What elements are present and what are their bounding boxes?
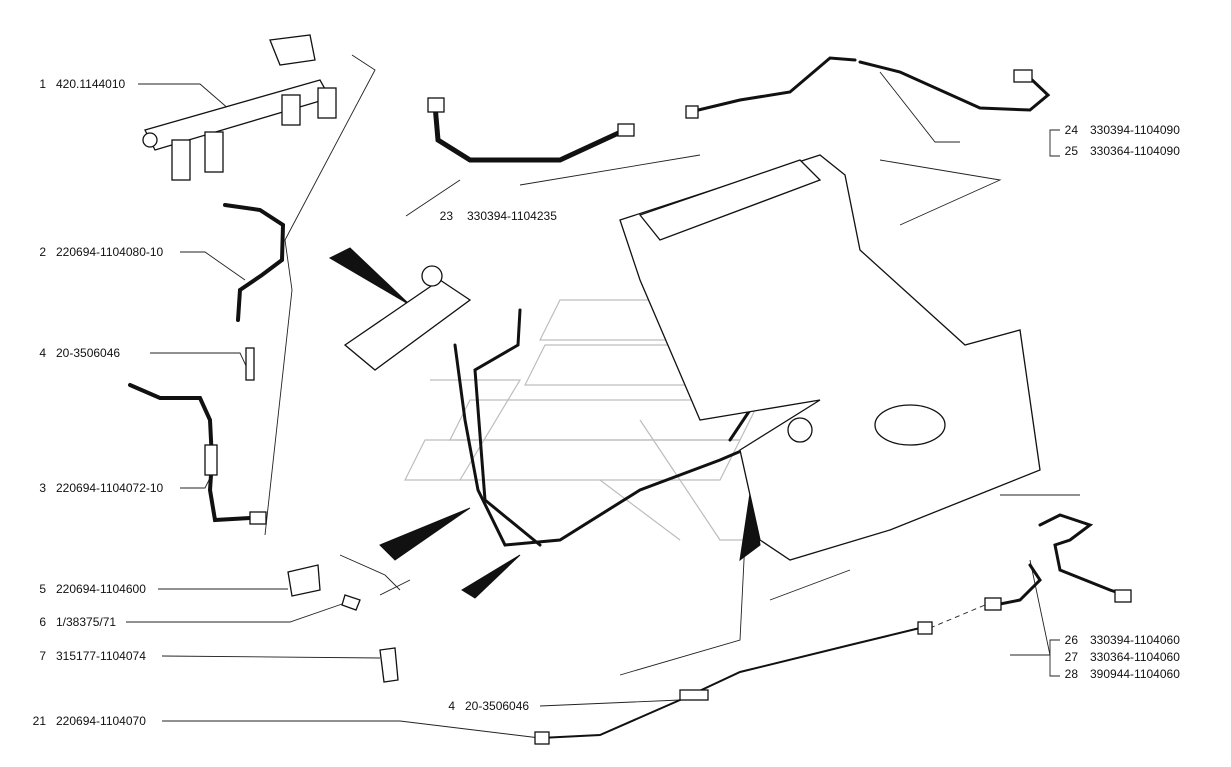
part-code: 220694-1104080-10 (56, 245, 164, 259)
part-code: 220694-1104600 (56, 582, 146, 596)
part-code: 330364-1104060 (1090, 650, 1180, 664)
left-hoses (128, 203, 286, 525)
part-code: 315177-1104074 (56, 649, 146, 663)
part-code: 330364-1104090 (1090, 144, 1180, 158)
callout-number: 1 (39, 77, 46, 91)
callout-number: 6 (39, 615, 46, 629)
part-code: 220694-1104070 (56, 714, 146, 728)
callout-number: 4 (448, 699, 455, 713)
callout-number: 24 (1064, 123, 1078, 137)
callout-number: 2 (39, 245, 46, 259)
part-code: 330394-1104090 (1090, 123, 1180, 137)
callout-number: 3 (39, 481, 46, 495)
part-code: 390944-1104060 (1090, 667, 1180, 681)
part-code: 20-3506046 (56, 346, 121, 360)
fuel-rail-injectors (142, 34, 337, 181)
part-code: 20-3506046 (465, 699, 530, 713)
main-assembly (343, 154, 1041, 561)
pipe-21 (534, 604, 986, 745)
part-code: 330394-1104235 (467, 209, 557, 223)
callout-number: 23 (439, 209, 453, 223)
callout-number: 7 (39, 649, 46, 663)
part-code: 420.1144010 (56, 77, 126, 91)
callout-number: 27 (1064, 650, 1078, 664)
callout-number: 4 (39, 346, 46, 360)
callout-number: 25 (1064, 144, 1078, 158)
callout-number: 26 (1064, 633, 1078, 647)
part-code: 1/38375/71 (56, 615, 117, 629)
pipes-26-27-28 (984, 513, 1132, 611)
clip-bolt-hardware (287, 564, 399, 683)
pipe-23 (427, 97, 635, 163)
part-code: 330394-1104060 (1090, 633, 1180, 647)
part-code: 220694-1104072-10 (56, 481, 164, 495)
callout-number: 21 (32, 714, 46, 728)
callout-number: 28 (1064, 667, 1078, 681)
pipe-24-25 (685, 56, 1051, 119)
leader-lines (126, 54, 1080, 739)
callout-number: 5 (39, 582, 46, 596)
